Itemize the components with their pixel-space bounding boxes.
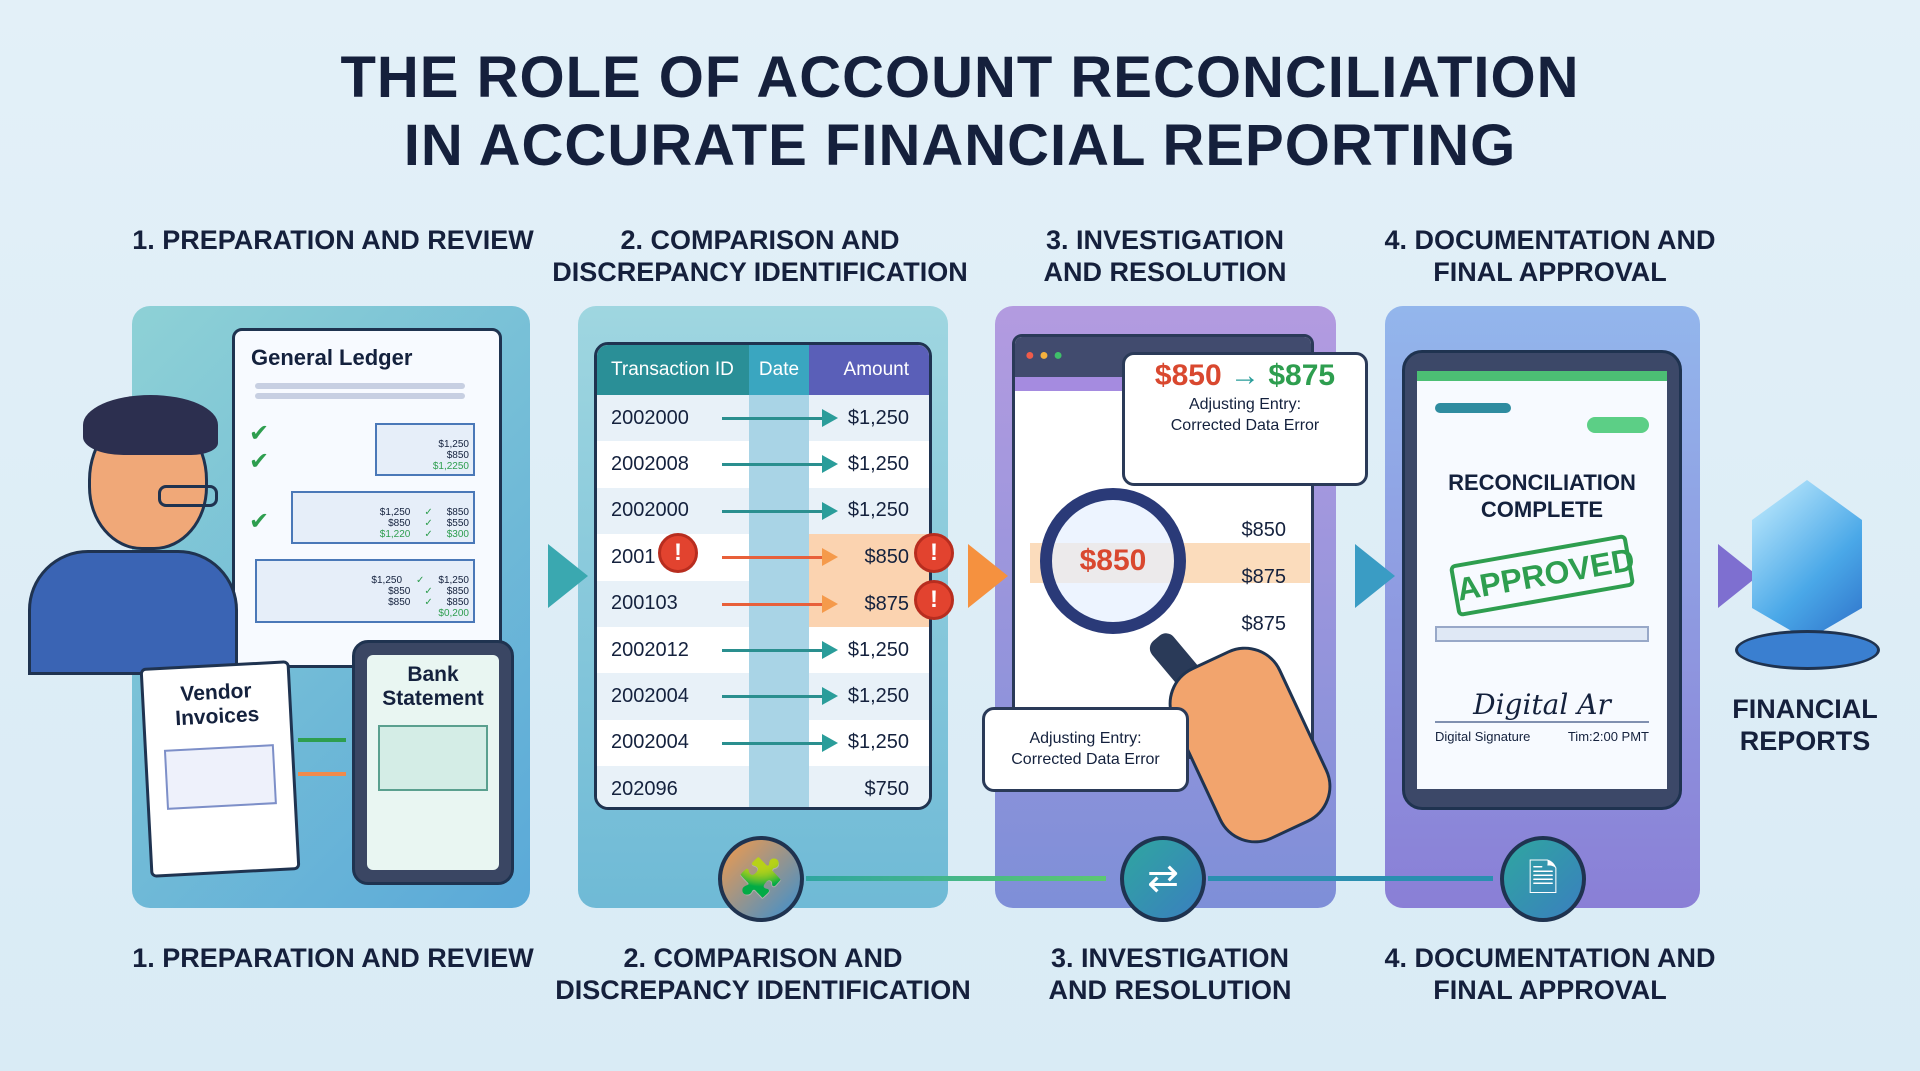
adjusting-entry-callout: Adjusting Entry:Corrected Data Error	[982, 707, 1189, 792]
table-row: 2002000 $1,250	[597, 487, 929, 535]
bank-statement-tablet: Bank Statement	[352, 640, 514, 885]
signature-label: Digital Signature	[1435, 729, 1531, 744]
investigation-values: $850$875$875	[1241, 519, 1287, 635]
transaction-id: 2002004	[611, 731, 689, 754]
progress-arrow	[1208, 876, 1493, 881]
transaction-table: Transaction ID Date Amount 2002000 $1,250…	[594, 342, 932, 810]
step-4-bottom-label: 4. DOCUMENTATION AND FINAL APPROVAL	[1384, 943, 1716, 1005]
amount: $1,250	[847, 499, 909, 522]
transaction-id: 2001	[611, 545, 656, 568]
match-arrow-icon	[722, 409, 838, 427]
accountant-illustration	[28, 390, 238, 675]
magnifying-glass-icon: $850	[1040, 488, 1186, 634]
step-1-bottom-label: 1. PREPARATION AND REVIEW	[132, 943, 534, 973]
transaction-id: 2002012	[611, 638, 689, 661]
document-check-icon: 🗎	[1500, 836, 1586, 922]
flow-arrow-icon	[548, 544, 588, 608]
alert-icon: !	[914, 580, 954, 620]
amount: $1,250	[847, 638, 909, 661]
flow-arrow-icon	[968, 544, 1008, 608]
correction-callout: $850 → $875 Adjusting Entry:Corrected Da…	[1122, 352, 1368, 486]
ledger-title: General Ledger	[251, 345, 413, 370]
match-arrow-icon	[722, 640, 838, 659]
ledger-table-2: $1,250✓$850 $850✓$550 $1,220✓$300	[291, 491, 475, 544]
match-arrow-icon	[722, 455, 838, 474]
ledger-table-1: $1,250$850$1,2250	[375, 423, 475, 476]
amount: $750	[864, 777, 910, 800]
ledger-table-3: $1,250✓$1,250 $850✓$850 $850✓$850 $0,200	[255, 559, 475, 623]
exchange-icon: ⇄	[1120, 836, 1206, 922]
transaction-id: 2002004	[611, 685, 689, 708]
table-row: 202096 $750	[597, 766, 929, 807]
step-2-bottom-label: 2. COMPARISON AND DISCREPANCY IDENTIFICA…	[555, 943, 971, 1005]
table-row: 2002000 $1,250	[597, 395, 929, 442]
column-header-date: Date	[749, 345, 809, 395]
crystal-icon	[1752, 480, 1862, 640]
general-ledger-document: General Ledger ✔ ✔ $1,250$850$1,2250 ✔ $…	[232, 328, 502, 668]
flow-arrow-icon	[1355, 544, 1395, 608]
amount: $1,250	[847, 453, 909, 476]
arrow-icon	[298, 772, 346, 776]
approved-stamp: APPROVED	[1448, 533, 1637, 618]
transaction-id: 2002000	[611, 406, 689, 429]
amount: $1,250	[847, 406, 909, 429]
alert-icon: !	[914, 533, 954, 573]
column-header-transaction-id: Transaction ID	[597, 345, 749, 395]
match-arrow-icon	[722, 501, 838, 520]
step-2-top-label: 2. COMPARISON AND DISCREPANCY IDENTIFICA…	[552, 225, 968, 287]
digital-signature: Digital Ar	[1435, 688, 1649, 723]
match-arrow-icon	[722, 733, 838, 752]
table-row: 2001$850	[597, 534, 929, 581]
transaction-id: 2002000	[611, 499, 689, 522]
amount: $1,250	[847, 685, 909, 708]
progress-arrow	[806, 876, 1106, 881]
table-row: 2002004 $1,250	[597, 719, 929, 767]
check-icon: ✔	[249, 448, 270, 475]
transaction-id: 202096	[611, 777, 678, 800]
transaction-id: 2002008	[611, 453, 689, 476]
check-icon: ✔	[249, 420, 270, 447]
step-1-top-label: 1. PREPARATION AND REVIEW	[132, 225, 534, 255]
arrow-icon	[298, 738, 346, 742]
signature-time: Tim:2:00 PMT	[1567, 729, 1649, 744]
check-icon: ✔	[249, 508, 270, 535]
financial-reports-label: FINANCIAL REPORTS	[1732, 694, 1878, 756]
table-row: 2002012 $1,250	[597, 626, 929, 674]
column-header-amount: Amount	[809, 345, 929, 395]
table-row: 200103$875	[597, 580, 929, 627]
table-row: 2002004 $1,250	[597, 673, 929, 720]
flow-arrow-icon	[1718, 544, 1758, 608]
alert-icon: !	[658, 533, 698, 573]
step-3-bottom-label: 3. INVESTIGATION AND RESOLUTION	[1048, 943, 1292, 1005]
step-3-top-label: 3. INVESTIGATION AND RESOLUTION	[1043, 225, 1287, 287]
step-4-top-label: 4. DOCUMENTATION AND FINAL APPROVAL	[1384, 225, 1716, 287]
amount: $1,250	[847, 731, 909, 754]
vendor-invoices-document: Vendor Invoices	[139, 660, 301, 878]
match-arrow-icon	[722, 594, 838, 613]
table-row: 2002008 $1,250	[597, 441, 929, 488]
match-arrow-icon	[722, 548, 838, 567]
puzzle-icon: 🧩	[718, 836, 804, 922]
match-arrow-icon	[722, 687, 838, 706]
transaction-id: 200103	[611, 592, 678, 615]
